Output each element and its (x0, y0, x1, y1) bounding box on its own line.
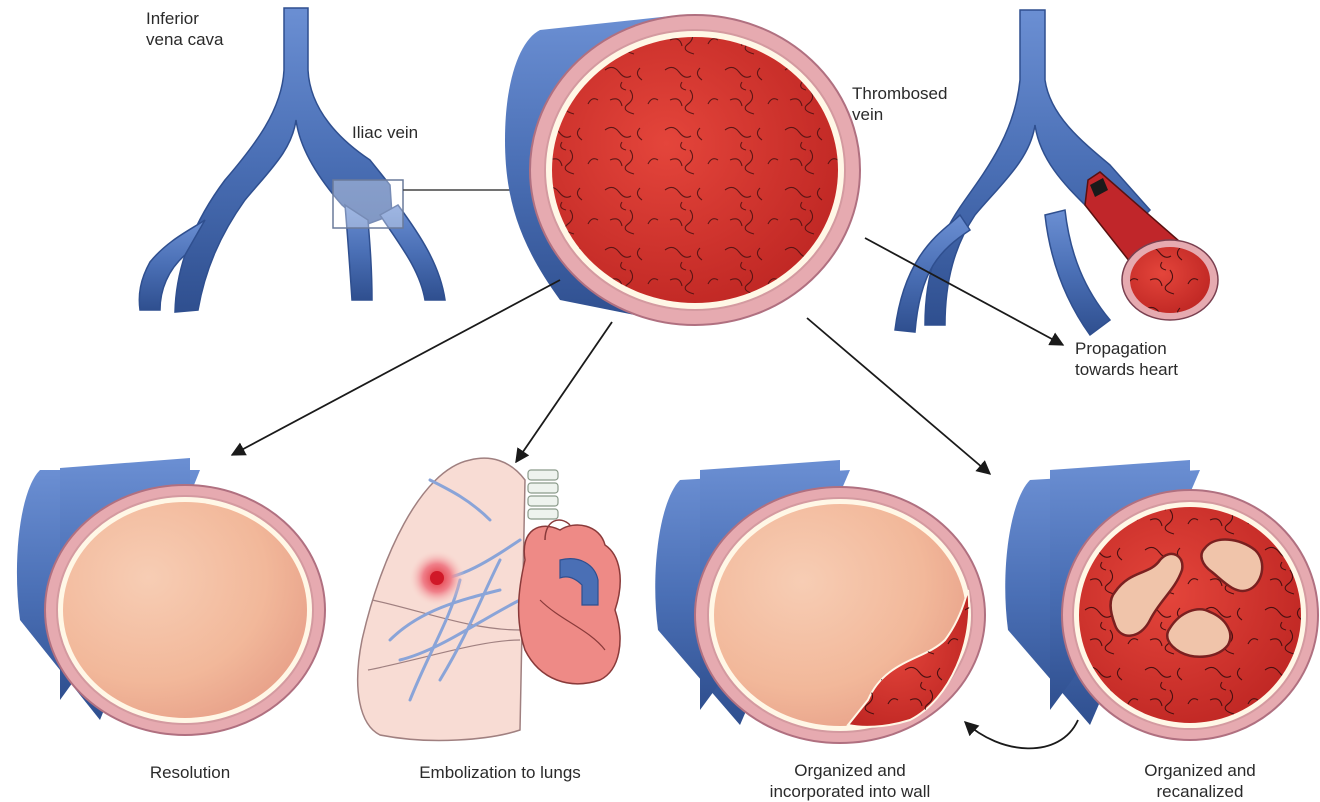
thrombosed-vein-illustration (505, 15, 860, 325)
arrow-to-organized (807, 318, 990, 474)
zoom-box (333, 180, 403, 228)
label-inferior-vena-cava: Inferior vena cava (146, 8, 224, 50)
trachea (528, 470, 558, 519)
arrow-recanalized-to-wall (965, 720, 1078, 748)
label-resolution: Resolution (110, 762, 270, 783)
lung-heart-illustration (358, 458, 621, 740)
arrow-to-embolization (516, 322, 612, 462)
label-organized-incorporated: Organized and incorporated into wall (720, 760, 980, 802)
label-organized-recanalized: Organized and recanalized (1100, 760, 1300, 802)
label-iliac-vein: Iliac vein (352, 122, 418, 143)
recanalized-illustration (1005, 460, 1318, 740)
arrow-to-resolution (232, 280, 560, 455)
propagation-vein-illustration (895, 10, 1218, 335)
ivc-iliac-illustration (139, 8, 530, 312)
label-thrombosed-vein: Thrombosed vein (852, 83, 947, 125)
organized-wall-illustration (655, 460, 985, 743)
label-embolization-to-lungs: Embolization to lungs (380, 762, 620, 783)
label-propagation-towards-heart: Propagation towards heart (1075, 338, 1178, 380)
resolution-illustration (17, 458, 325, 735)
